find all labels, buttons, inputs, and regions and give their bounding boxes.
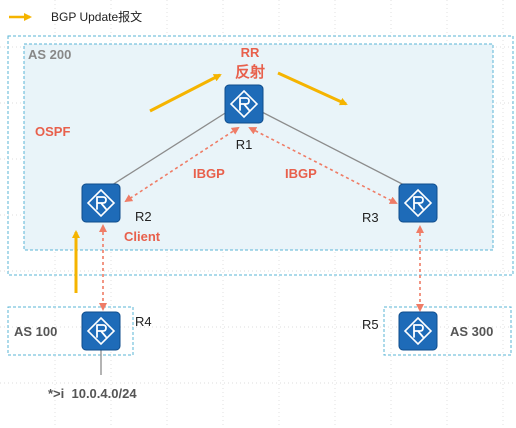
as300-label: AS 300 <box>450 324 493 339</box>
client-label: Client <box>124 229 161 244</box>
as100-box <box>7 306 134 356</box>
router-r3-label: R3 <box>362 210 379 225</box>
router-r2-label: R2 <box>135 209 152 224</box>
ibgp-session-r1-r2 <box>124 126 240 203</box>
router-r1-label: R1 <box>236 137 253 152</box>
ibgp-left-label: IBGP <box>193 166 225 181</box>
bgp-sessions <box>99 126 424 312</box>
as200-label: AS 200 <box>28 47 71 62</box>
legend: BGP Update报文 <box>9 9 142 24</box>
router-r3-icon[interactable] <box>398 183 438 223</box>
ibgp-right-label: IBGP <box>285 166 317 181</box>
ospf-label: OSPF <box>35 124 70 139</box>
router-r2-icon[interactable] <box>81 183 121 223</box>
router-r1-icon[interactable] <box>224 84 264 124</box>
route-entry: *>i 10.0.4.0/24 <box>48 386 137 401</box>
as100-label: AS 100 <box>14 324 57 339</box>
update-arrows <box>72 71 348 293</box>
router-r4-label: R4 <box>135 314 152 329</box>
rr-reflect-label: 反射 <box>235 63 265 81</box>
router-r5-icon[interactable] <box>398 311 438 351</box>
legend-text: BGP Update报文 <box>51 9 142 24</box>
update-arrow-from-r1 <box>277 71 348 106</box>
as300-box <box>383 306 512 356</box>
rr-label: RR <box>241 45 260 60</box>
router-r4-icon[interactable] <box>81 311 121 351</box>
update-arrow-to-r1 <box>149 73 222 113</box>
router-r5-label: R5 <box>362 317 379 332</box>
as200-outer-box <box>7 35 514 276</box>
